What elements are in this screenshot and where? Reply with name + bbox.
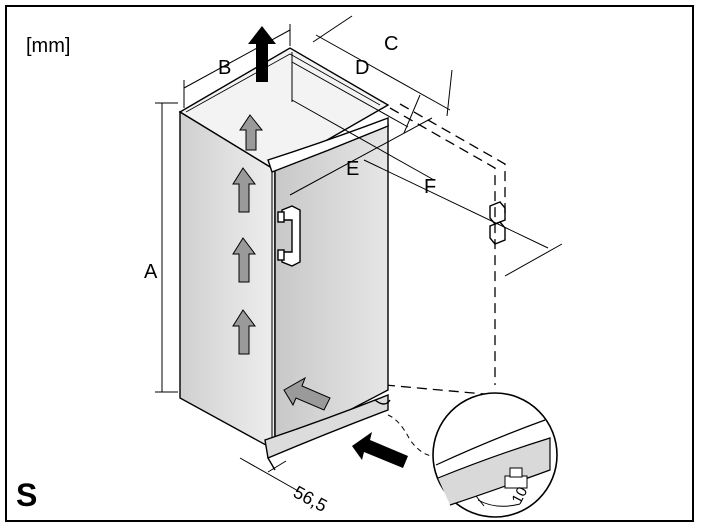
airflow-up-arrow xyxy=(232,309,256,355)
dimension-label-f: F xyxy=(424,176,436,198)
airflow-arrows xyxy=(232,114,331,411)
dimension-label-a: A xyxy=(144,261,158,283)
cabinet-side xyxy=(179,110,276,452)
variant-label: S xyxy=(16,477,37,513)
foot-detail-view xyxy=(387,392,558,518)
unit-label: [mm] xyxy=(26,35,70,57)
door-handle xyxy=(277,205,301,267)
foot-dimension-label: 56,5 xyxy=(290,482,330,516)
dimension-label-b: B xyxy=(218,57,231,79)
exhaust-arrow xyxy=(248,26,276,82)
airflow-up-arrow xyxy=(232,237,256,283)
dimension-label-c: C xyxy=(384,33,398,55)
door-hinge xyxy=(489,201,506,245)
airflow-inlet-arrow xyxy=(283,376,331,411)
refrigerator-body xyxy=(178,47,391,471)
dimension-lines xyxy=(155,15,563,493)
inlet-arrow xyxy=(352,432,408,468)
airflow-up-arrow xyxy=(232,167,256,213)
airflow-up-arrow xyxy=(239,114,264,151)
dimension-label-e: E xyxy=(346,158,359,180)
cabinet-base xyxy=(264,393,389,459)
detail-dimension-label: 10 xyxy=(509,484,532,507)
open-door-outline xyxy=(384,103,506,396)
dimension-label-d: D xyxy=(355,57,369,79)
